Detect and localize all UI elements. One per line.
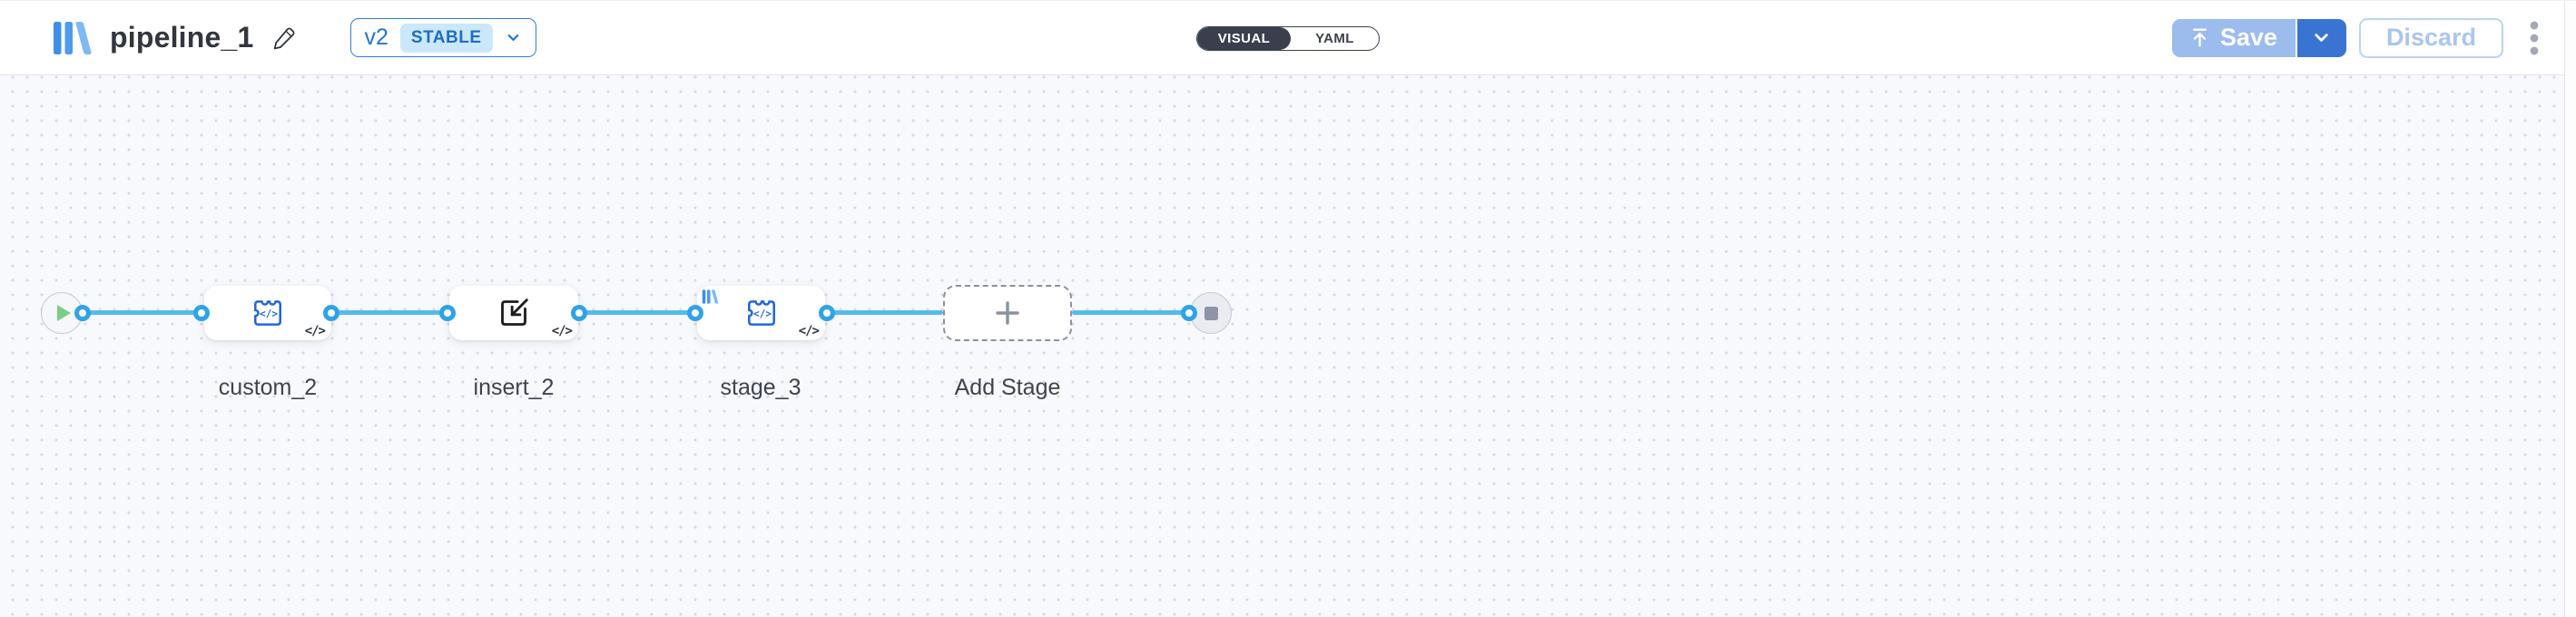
connection-port[interactable]	[193, 305, 210, 321]
plugin-code-icon: </>	[254, 300, 281, 326]
chevron-down-icon	[507, 34, 518, 41]
connector-line	[827, 310, 943, 315]
tab-visual[interactable]: VISUAL	[1197, 27, 1291, 50]
upload-icon	[2192, 28, 2207, 47]
tab-yaml[interactable]: YAML	[1291, 27, 1379, 50]
header-left-group: pipeline_1 v2 STABLE	[53, 18, 536, 57]
header-actions: Save Discard	[2171, 17, 2540, 58]
save-button-divider	[2295, 18, 2297, 57]
connector-line	[331, 310, 447, 315]
stage-label: custom_2	[218, 375, 318, 400]
stage-node-custom_2[interactable]: </> </>	[204, 286, 331, 340]
svg-text:</>: </>	[260, 308, 278, 320]
discard-button[interactable]: Discard	[2358, 17, 2503, 58]
insert-icon	[501, 299, 528, 326]
play-icon	[56, 305, 71, 321]
code-editor-badge: </>	[304, 324, 326, 338]
edit-title-button[interactable]	[271, 25, 297, 51]
version-status-badge: STABLE	[399, 23, 493, 53]
stop-icon	[1204, 306, 1218, 320]
save-button-label: Save	[2219, 24, 2277, 51]
plugin-code-icon: </>	[747, 300, 775, 326]
version-label: v2	[364, 24, 388, 50]
connection-port[interactable]	[571, 305, 587, 321]
connection-port[interactable]	[323, 305, 339, 321]
pencil-icon	[273, 27, 294, 49]
svg-text:</>: </>	[753, 308, 772, 320]
stage-label: Add Stage	[954, 375, 1061, 400]
add-stage-button[interactable]	[943, 285, 1072, 341]
stage-label: insert_2	[473, 375, 555, 400]
page-title: pipeline_1	[110, 21, 254, 54]
app-logo-icon	[54, 21, 92, 54]
connection-port[interactable]	[74, 305, 91, 321]
code-editor-badge: </>	[798, 324, 820, 338]
save-split-button: Save	[2171, 18, 2346, 57]
connection-port[interactable]	[1181, 305, 1197, 321]
save-options-button[interactable]	[2296, 18, 2346, 57]
header-bar: pipeline_1 v2 STABLE VISUAL YAML	[0, 1, 2576, 75]
connection-port[interactable]	[439, 305, 456, 321]
connector-line	[1072, 310, 1190, 315]
connection-port[interactable]	[819, 305, 835, 321]
connector-line	[83, 310, 202, 315]
view-mode-toggle: VISUAL YAML	[1196, 26, 1380, 51]
code-editor-badge: </>	[551, 324, 573, 338]
version-selector[interactable]: v2 STABLE	[349, 18, 536, 57]
stage-node-stage_3[interactable]: </> </>	[697, 286, 825, 340]
library-logo-icon	[702, 289, 719, 304]
stage-node-insert_2[interactable]: </>	[449, 286, 578, 340]
connection-port[interactable]	[687, 305, 703, 321]
stage-label: stage_3	[720, 375, 801, 400]
right-panel-edge	[2564, 1, 2576, 617]
plus-icon	[996, 301, 1019, 325]
pipeline-start-node[interactable]	[41, 292, 83, 334]
kebab-menu-icon	[2530, 21, 2539, 54]
save-button[interactable]: Save	[2171, 18, 2296, 57]
chevron-down-icon	[2315, 34, 2329, 42]
more-options-button[interactable]	[2529, 19, 2540, 57]
connector-line	[579, 310, 695, 315]
pipeline-canvas[interactable]: </> </> </> </> </>	[0, 75, 2576, 617]
